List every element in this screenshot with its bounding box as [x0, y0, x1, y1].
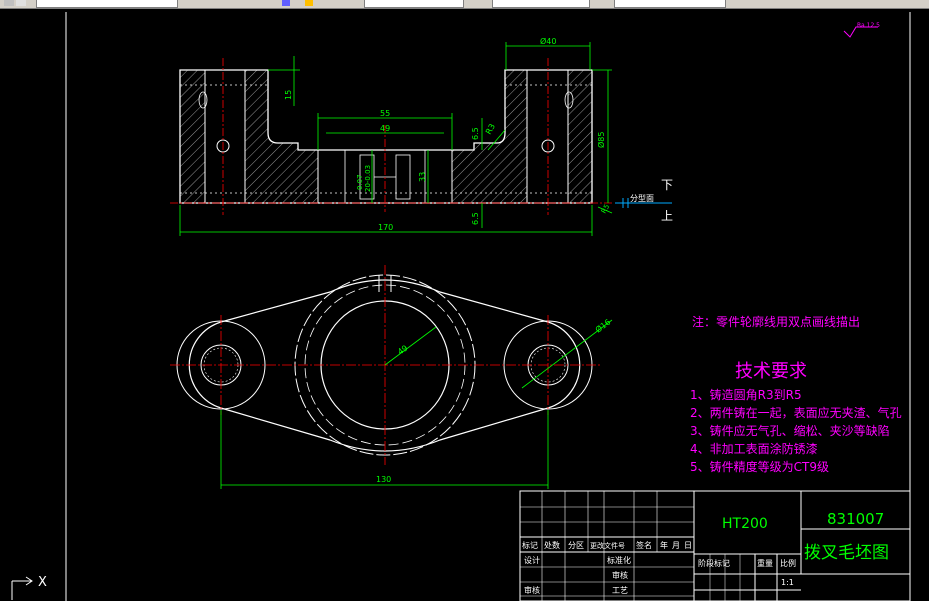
- pan-icon[interactable]: [4, 0, 14, 6]
- front-outline: [179, 69, 593, 204]
- tech-item-1: 1、铸造圆角R3到R5: [690, 387, 802, 402]
- layer-icon[interactable]: [16, 0, 26, 6]
- top-outline: [188, 279, 581, 452]
- col-weight: 重量: [757, 558, 773, 568]
- dim-15: 15: [284, 90, 293, 100]
- row-standard: 标准化: [607, 555, 631, 565]
- parting-label: 分型面: [630, 194, 654, 203]
- right-section-hatch: [568, 70, 592, 203]
- dim-33: 33: [418, 172, 427, 182]
- left-arm-hatch: [245, 70, 318, 203]
- dim-r49: 49: [396, 343, 410, 356]
- linetype-dropdown[interactable]: [364, 0, 464, 8]
- match-prop-icon[interactable]: [305, 0, 313, 6]
- right-arm-hatch: [452, 70, 527, 203]
- tech-item-3: 3、铸件应无气孔、缩松、夹沙等缺陷: [690, 423, 890, 438]
- dim-r3: R3: [484, 122, 497, 136]
- dim-85: Ø85: [596, 132, 606, 148]
- hdr-count: 处数: [544, 540, 560, 550]
- row-stage: 阶段标记: [698, 558, 730, 568]
- hdr-year: 年: [660, 540, 668, 550]
- drawing-number: 831007: [827, 510, 884, 528]
- dim-170: 170: [378, 223, 393, 232]
- dim-6-5-bottom: 6.5: [471, 212, 480, 225]
- drawing-name: 拨叉毛坯图: [804, 543, 889, 563]
- ucs-icon: X: [11, 575, 47, 600]
- drawing-canvas[interactable]: Ra 12.5: [0, 9, 929, 601]
- remark: 注：零件轮廓线用双点画线描出: [692, 314, 860, 329]
- notes: 注：零件轮廓线用双点画线描出 技术要求 1、铸造圆角R3到R5 2、两件铸在一起…: [690, 314, 902, 474]
- ucs-x-label: X: [38, 575, 47, 590]
- dim-6-5-top: 6.5: [471, 127, 480, 140]
- parting-up: 上: [661, 209, 673, 223]
- dim-55: 55: [380, 109, 390, 118]
- col-scale: 比例: [780, 558, 796, 568]
- row-review: 审核: [612, 570, 628, 580]
- plot-style-dropdown[interactable]: [614, 0, 726, 8]
- row-design: 设计: [524, 555, 540, 565]
- layer-dropdown[interactable]: [36, 0, 178, 8]
- hdr-change: 更改文件号: [590, 541, 625, 550]
- hdr-month: 月: [672, 541, 680, 550]
- roughness-symbol: Ra 12.5: [843, 22, 880, 38]
- dim-49: 49: [380, 124, 390, 133]
- hdr-day: 日: [684, 541, 692, 550]
- tech-title: 技术要求: [735, 361, 807, 382]
- tech-item-4: 4、非加工表面涂防锈漆: [690, 441, 818, 456]
- dim-d16: Ø16: [593, 317, 612, 335]
- scale-value: 1:1: [781, 578, 794, 587]
- front-view: 170 55 49 Ø40 Ø85 15 33 6.5 6.5 R3 0.07 …: [170, 36, 673, 236]
- row-process: 工艺: [612, 586, 628, 595]
- dim-0-07: 0.07: [356, 174, 364, 190]
- hdr-zone: 分区: [568, 541, 584, 550]
- hdr-mark: 标记: [522, 540, 538, 550]
- dim-20: 20-0.03: [364, 165, 372, 192]
- title-block: [519, 490, 911, 601]
- top-view: 49 Ø16 130: [170, 265, 612, 489]
- title-block-text: HT200 831007 拨叉毛坯图 标记 处数 分区 更改文件号 签名 年 月…: [522, 510, 889, 595]
- tech-item-5: 5、铸件精度等级为CT9级: [690, 459, 829, 474]
- dim-130: 130: [376, 475, 391, 484]
- parting-down: 下: [661, 178, 673, 192]
- toolbar: [0, 0, 929, 9]
- hdr-sign: 签名: [636, 540, 652, 550]
- tech-item-2: 2、两件铸在一起，表面应无夹渣、气孔: [690, 405, 902, 420]
- row-audit: 审核: [524, 585, 540, 595]
- left-section-hatch: [180, 70, 205, 203]
- dim-r5: R5: [600, 203, 612, 215]
- dim-40: Ø40: [540, 36, 556, 46]
- material: HT200: [722, 516, 768, 532]
- roughness-label: Ra 12.5: [857, 22, 880, 29]
- properties-icon[interactable]: [282, 0, 290, 6]
- lineweight-dropdown[interactable]: [492, 0, 590, 8]
- parting-plane: 分型面 上 下: [615, 178, 673, 223]
